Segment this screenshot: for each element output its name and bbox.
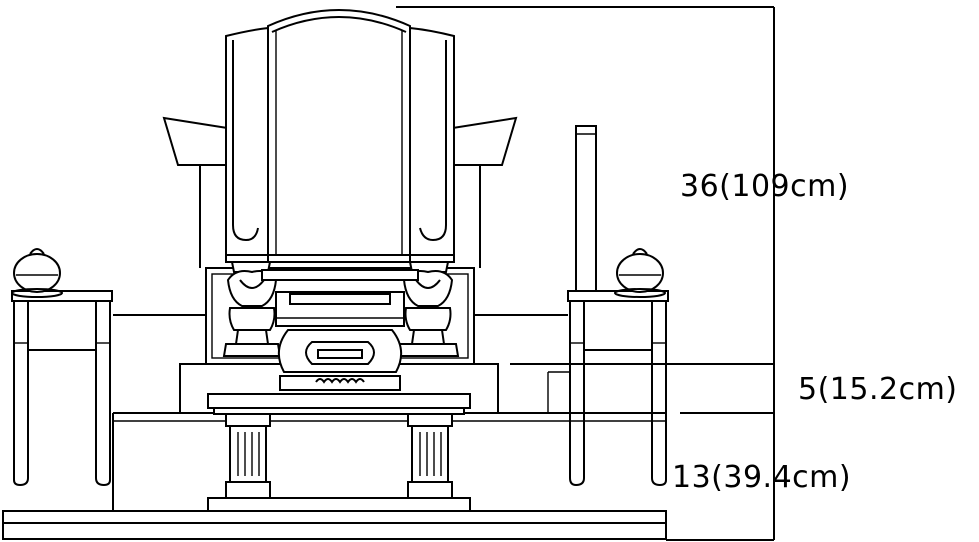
right-table-leg	[407, 413, 453, 499]
right-lotus-stand	[396, 261, 460, 357]
dimension-middle-label: 5(15.2cm)	[798, 372, 958, 407]
dimension-lines	[396, 6, 775, 541]
dimension-total-label: 36(109cm)	[680, 169, 849, 204]
tablet-pillar	[575, 125, 597, 292]
front-table	[207, 393, 471, 499]
main-back-panel	[225, 9, 455, 263]
right-offering-fruit	[614, 248, 666, 298]
left-table-leg	[225, 413, 271, 499]
base-platform	[2, 497, 667, 540]
left-lotus-stand	[222, 261, 282, 357]
dimension-base-label: 13(39.4cm)	[672, 460, 851, 495]
left-offering-fruit	[11, 248, 63, 298]
central-incense-table	[261, 269, 419, 391]
left-side-stand	[11, 290, 205, 487]
right-side-stand	[475, 290, 669, 487]
